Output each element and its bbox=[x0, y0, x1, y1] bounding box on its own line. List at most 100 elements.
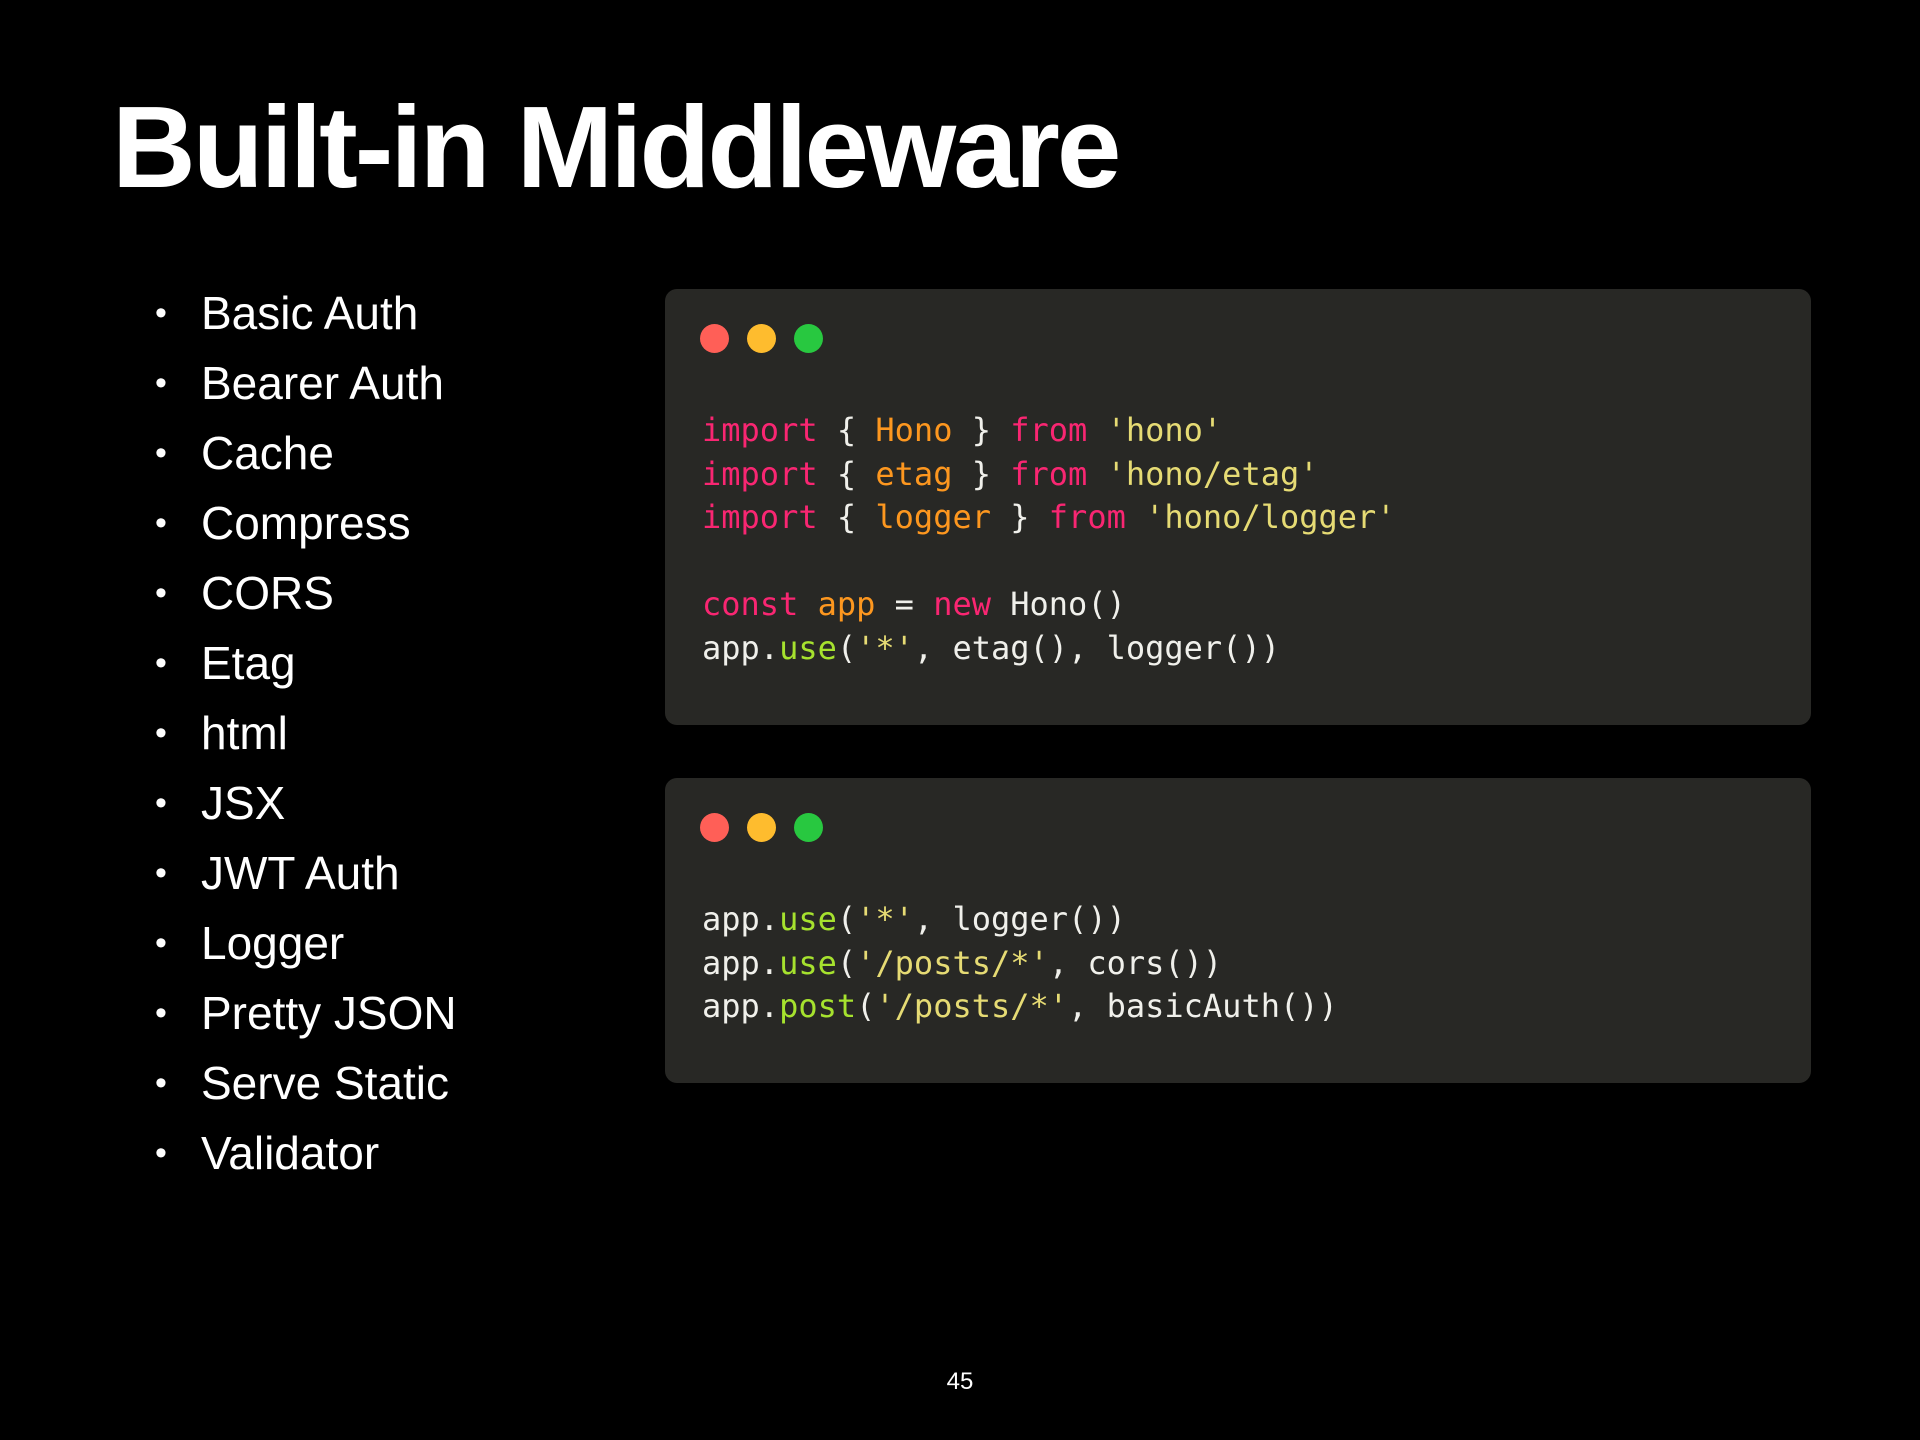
list-item-label: Bearer Auth bbox=[201, 357, 444, 409]
code-token: post bbox=[779, 987, 857, 1025]
list-item: • Pretty JSON bbox=[155, 978, 457, 1048]
code-token: ( bbox=[836, 900, 857, 938]
list-item: • Validator bbox=[155, 1118, 457, 1188]
code-token: '*' bbox=[856, 900, 914, 938]
code-line: app.use('*', etag(), logger()) bbox=[702, 627, 1396, 671]
code-token: { bbox=[817, 498, 876, 536]
code-token: etag bbox=[875, 454, 953, 493]
list-item-label: html bbox=[201, 707, 288, 759]
list-item-label: JWT Auth bbox=[201, 847, 400, 899]
list-item-label: Etag bbox=[201, 637, 296, 689]
code-token: , cors()) bbox=[1048, 943, 1223, 982]
list-item-label: Pretty JSON bbox=[201, 987, 457, 1039]
close-dot-icon bbox=[700, 324, 729, 353]
code-token: , etag(), logger()) bbox=[913, 628, 1280, 667]
list-item-label: Compress bbox=[201, 497, 411, 549]
code-token: use bbox=[779, 900, 837, 938]
close-dot-icon bbox=[700, 813, 729, 842]
code-token: import bbox=[702, 454, 818, 493]
code-token: '/posts/*' bbox=[856, 943, 1049, 982]
code-line: import { Hono } from 'hono' bbox=[702, 409, 1396, 453]
code-block: app.use('*', logger())app.use('/posts/*'… bbox=[702, 898, 1338, 1029]
code-token: 'hono/logger' bbox=[1145, 498, 1396, 536]
code-token: import bbox=[702, 498, 818, 536]
code-line: const app = new Hono() bbox=[702, 583, 1396, 627]
code-token: Hono() bbox=[990, 585, 1126, 623]
bullet-icon: • bbox=[155, 504, 167, 542]
code-token: ( bbox=[836, 943, 857, 982]
list-item: • Compress bbox=[155, 488, 457, 558]
code-token: ( bbox=[856, 987, 876, 1025]
code-token: app. bbox=[702, 987, 780, 1025]
slide-title: Built-in Middleware bbox=[112, 82, 1121, 212]
code-token: , basicAuth()) bbox=[1068, 987, 1338, 1025]
page-number: 45 bbox=[946, 1368, 974, 1395]
bullet-icon: • bbox=[155, 714, 167, 752]
bullet-icon: • bbox=[155, 434, 167, 472]
bullet-icon: • bbox=[155, 784, 167, 822]
maximize-dot-icon bbox=[794, 324, 823, 353]
minimize-dot-icon bbox=[747, 813, 776, 842]
maximize-dot-icon bbox=[794, 813, 823, 842]
bullet-icon: • bbox=[155, 1134, 167, 1172]
code-line: app.use('/posts/*', cors()) bbox=[702, 942, 1338, 986]
code-token bbox=[1087, 411, 1106, 449]
bullet-icon: • bbox=[155, 994, 167, 1032]
list-item: •JSX bbox=[155, 768, 457, 838]
code-token: = bbox=[875, 585, 934, 623]
code-line bbox=[702, 540, 1396, 584]
list-item: • Basic Auth bbox=[155, 278, 457, 348]
code-token: from bbox=[1010, 411, 1088, 449]
list-item: •Logger bbox=[155, 908, 457, 978]
code-block: import { Hono } from 'hono'import { etag… bbox=[702, 409, 1396, 670]
code-token: { bbox=[817, 411, 876, 449]
code-token: 'hono/etag' bbox=[1106, 454, 1319, 493]
bullet-icon: • bbox=[155, 364, 167, 402]
bullet-icon: • bbox=[155, 854, 167, 892]
list-item: • Bearer Auth bbox=[155, 348, 457, 418]
code-token: import bbox=[702, 411, 818, 449]
code-token: new bbox=[933, 585, 991, 623]
code-window-imports: import { Hono } from 'hono'import { etag… bbox=[665, 289, 1811, 725]
code-token: use bbox=[779, 943, 837, 982]
list-item-label: Validator bbox=[201, 1127, 380, 1179]
list-item-label: Basic Auth bbox=[201, 287, 419, 339]
code-token: logger bbox=[875, 498, 991, 536]
code-token bbox=[1087, 455, 1106, 493]
list-item: • JWT Auth bbox=[155, 838, 457, 908]
code-token: app bbox=[817, 585, 876, 623]
bullet-icon: • bbox=[155, 574, 167, 612]
code-token: '*' bbox=[856, 628, 914, 667]
code-token: ( bbox=[836, 628, 857, 667]
minimize-dot-icon bbox=[747, 324, 776, 353]
list-item: • html bbox=[155, 698, 457, 768]
code-token: app. bbox=[702, 900, 780, 938]
code-line: import { logger } from 'hono/logger' bbox=[702, 496, 1396, 540]
list-item-label: Cache bbox=[201, 427, 334, 479]
code-window-usage: app.use('*', logger())app.use('/posts/*'… bbox=[665, 778, 1811, 1083]
middleware-list: •Basic Auth•Bearer Auth•Cache•Compress•C… bbox=[155, 278, 457, 1188]
code-line: app.use('*', logger()) bbox=[702, 898, 1338, 942]
window-controls bbox=[700, 813, 823, 842]
list-item-label: Logger bbox=[201, 917, 345, 969]
list-item-label: Serve Static bbox=[201, 1057, 449, 1109]
code-token: } bbox=[990, 498, 1049, 536]
code-token: } bbox=[952, 454, 1011, 493]
code-line: import { etag } from 'hono/etag' bbox=[702, 453, 1396, 497]
code-token: { bbox=[817, 454, 876, 493]
window-controls bbox=[700, 324, 823, 353]
code-token: Hono bbox=[875, 411, 953, 449]
code-token: app. bbox=[702, 628, 780, 667]
code-token: } bbox=[952, 411, 1011, 449]
code-token: '/posts/*' bbox=[875, 987, 1069, 1025]
code-token bbox=[1126, 498, 1145, 536]
code-token: 'hono' bbox=[1106, 411, 1223, 449]
list-item: •Etag bbox=[155, 628, 457, 698]
code-line: app.post('/posts/*', basicAuth()) bbox=[702, 985, 1338, 1029]
code-token: const bbox=[702, 585, 799, 623]
code-token: app. bbox=[702, 943, 780, 982]
list-item: • Cache bbox=[155, 418, 457, 488]
code-token: use bbox=[779, 628, 837, 667]
code-token: from bbox=[1048, 498, 1126, 536]
bullet-icon: • bbox=[155, 294, 167, 332]
